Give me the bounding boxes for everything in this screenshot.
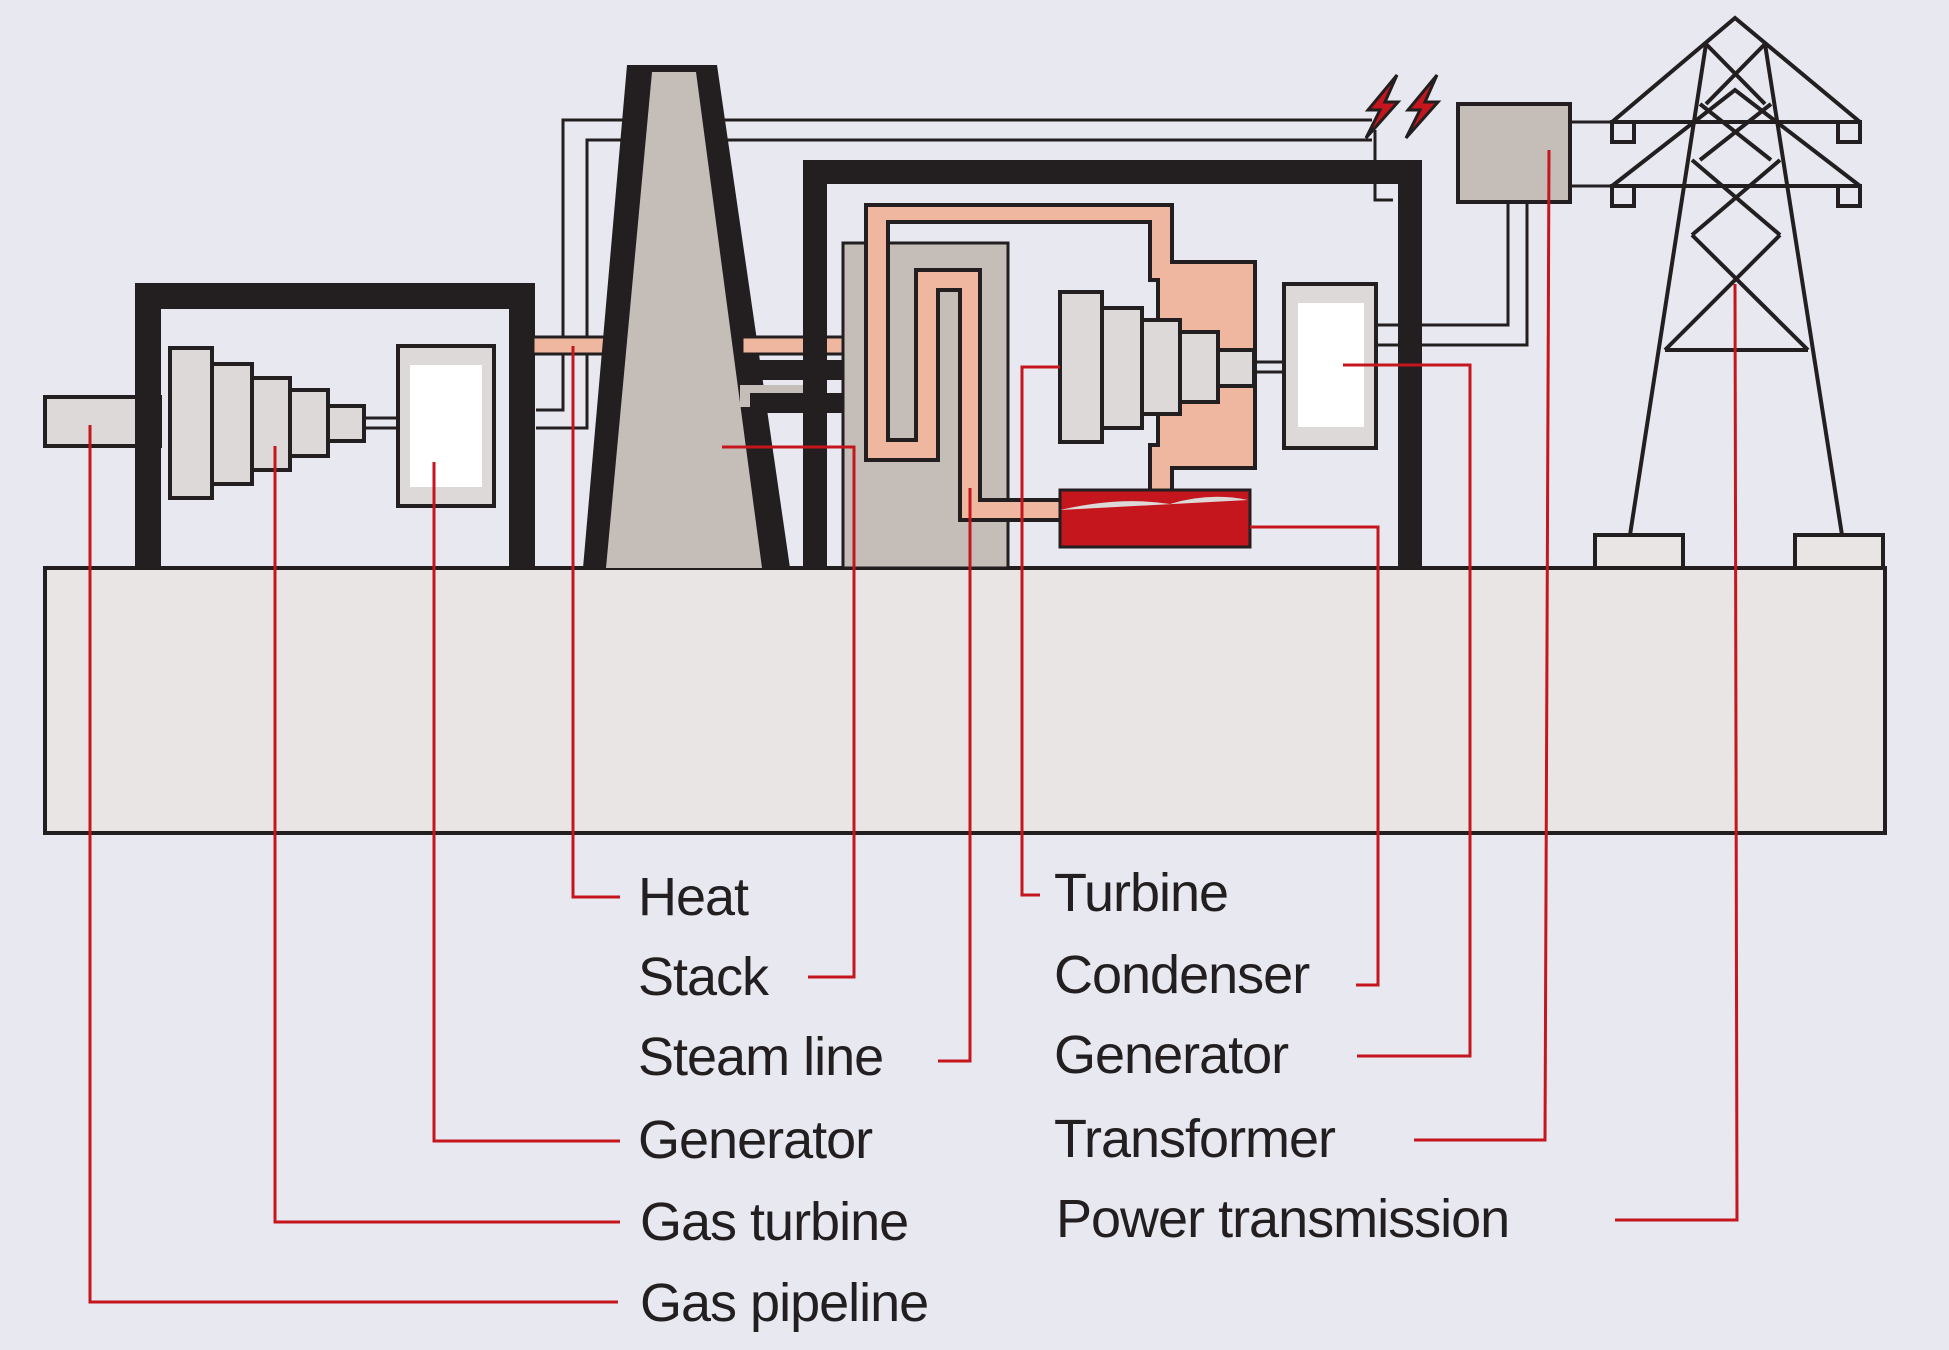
label-steam-line: Steam line xyxy=(638,1027,884,1087)
label-condenser: Condenser xyxy=(1054,945,1310,1005)
ground-block xyxy=(43,566,1887,835)
leader-steam-generator xyxy=(1343,363,1472,1058)
label-gas-turbine: Gas turbine xyxy=(640,1192,909,1252)
stack-shape xyxy=(606,72,762,568)
leader-gas-generator xyxy=(432,462,620,1143)
steam-housing xyxy=(803,160,1422,568)
gas-turbine-shape xyxy=(168,346,366,500)
gas-turbine-housing xyxy=(135,283,535,568)
label-gas-pipeline: Gas pipeline xyxy=(640,1273,929,1333)
label-stack: Stack xyxy=(638,947,769,1007)
label-steam-generator: Generator xyxy=(1054,1025,1289,1085)
lightning-bolt-icon xyxy=(1364,74,1442,139)
leader-gas-pipeline xyxy=(88,425,618,1304)
leader-steam-line xyxy=(938,488,972,1063)
steam-turbine-shape xyxy=(1058,290,1256,444)
label-power-transmission: Power transmission xyxy=(1056,1189,1510,1249)
leader-power-transmission xyxy=(1615,283,1739,1222)
power-wires xyxy=(536,118,1393,430)
transmission-tower-icon xyxy=(1593,15,1885,570)
label-transformer: Transformer xyxy=(1054,1109,1336,1169)
leader-heat xyxy=(571,346,620,899)
leader-gas-turbine xyxy=(273,446,620,1224)
leader-turbine xyxy=(1020,365,1060,897)
leader-condenser xyxy=(1250,525,1380,987)
leader-transformer xyxy=(1414,149,1551,1142)
transformer-shape xyxy=(1456,102,1572,204)
label-turbine: Turbine xyxy=(1054,863,1229,923)
leader-stack xyxy=(722,445,856,979)
label-gas-generator: Generator xyxy=(638,1110,873,1170)
leader-lines xyxy=(88,149,1739,1304)
label-heat: Heat xyxy=(638,867,749,927)
